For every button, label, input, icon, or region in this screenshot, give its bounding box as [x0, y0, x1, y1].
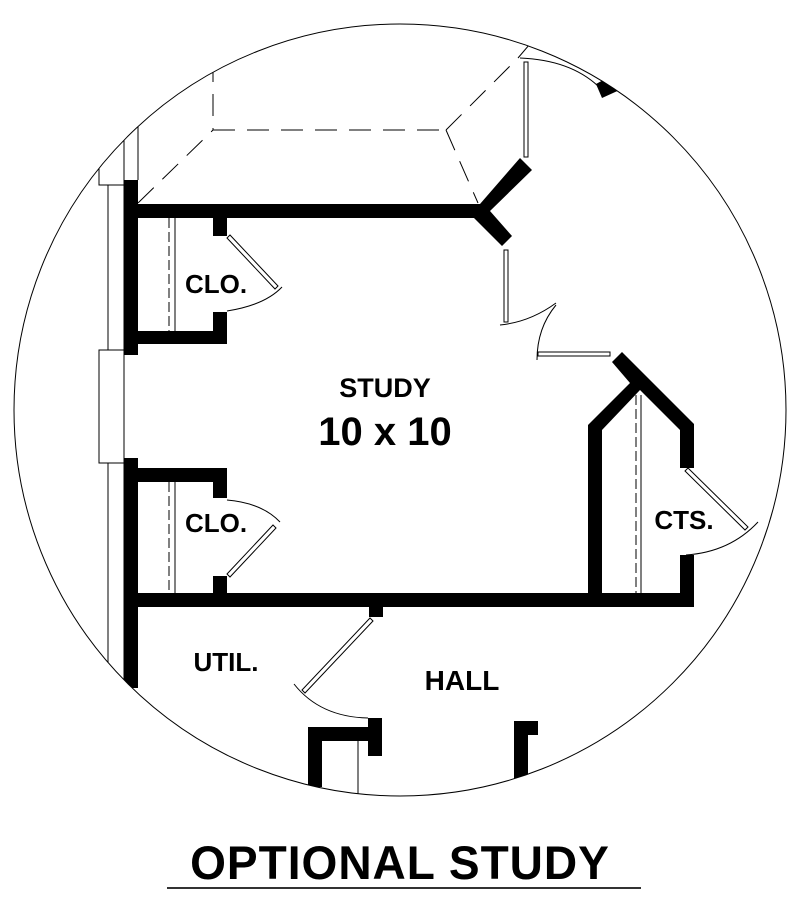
- study-label: STUDY: [339, 373, 431, 403]
- hall-label: HALL: [425, 665, 500, 696]
- hall-door: [301, 617, 374, 694]
- cabinets-label: CTS.: [654, 505, 713, 535]
- closet-top-label: CLO.: [185, 269, 247, 299]
- floor-plan-detail: CLO. STUDY 10 x 10 CLO. CTS. UTIL. HALL: [13, 23, 787, 797]
- walls: [124, 72, 694, 787]
- title-underline: [167, 887, 641, 889]
- study-door-left-leaf: [503, 249, 509, 323]
- closet-door-top: [226, 234, 279, 290]
- shelf-lines: [168, 218, 642, 796]
- bay-window-outline: [137, 37, 536, 204]
- drawing-title: OPTIONAL STUDY: [190, 836, 610, 889]
- study-size-label: 10 x 10: [318, 410, 451, 454]
- utility-label: UTIL.: [194, 647, 259, 677]
- cabinet-door: [684, 467, 749, 531]
- detail-circle: [13, 23, 787, 797]
- closet-bottom-label: CLO.: [185, 508, 247, 538]
- closet-door-bottom: [226, 524, 277, 578]
- window: [98, 349, 125, 464]
- doors: [226, 57, 759, 719]
- study-door-right-leaf: [537, 351, 611, 357]
